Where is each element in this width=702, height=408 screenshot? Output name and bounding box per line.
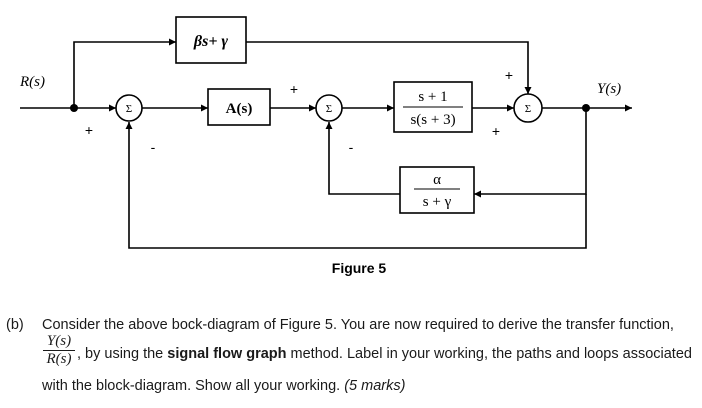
feedforward-block (175, 16, 247, 64)
feedback-numerator: α (433, 172, 441, 188)
inner-feedback-return-line (325, 122, 400, 195)
sum3-symbol: Σ (525, 103, 531, 115)
fraction-denominator: R(s) (46, 351, 72, 367)
sum1-symbol: Σ (126, 103, 132, 115)
question-line-1: Consider the above bock-diagram of Figur… (42, 317, 674, 333)
summing-junction-2 (315, 94, 343, 122)
sum3-plus-top-sign: + (505, 67, 513, 83)
output-takeoff-point (582, 104, 590, 112)
a-block-label: A(s) (226, 101, 253, 117)
line2-prefix: , by using the (77, 346, 168, 362)
sum1-plus-sign: + (85, 122, 93, 138)
summing-junction-3 (513, 93, 543, 123)
feedback-block (399, 166, 475, 214)
a-block (207, 88, 271, 126)
fraction-numerator: Y(s) (43, 333, 75, 351)
line2-suffix: method. Label in your working, the paths… (286, 346, 692, 362)
sum2-symbol: Σ (326, 103, 332, 115)
question-part-label: (b) (6, 317, 24, 333)
plant-denominator: s(s + 3) (410, 112, 455, 128)
question-line-3: with the block-diagram. Show all your wo… (42, 378, 405, 394)
figure-caption: Figure 5 (332, 260, 387, 276)
transfer-function-fraction: Y(s) R(s) (43, 333, 75, 368)
question-line-2: , by using the signal flow graph method.… (77, 346, 692, 362)
input-label: R(s) (19, 74, 45, 90)
marks-label: (5 marks) (344, 378, 406, 394)
sum3-plus-left-sign: + (492, 123, 500, 139)
input-takeoff-point (70, 104, 78, 112)
feedforward-output-line (246, 41, 532, 94)
feedforward-block-label: βs+ γ (193, 33, 229, 50)
block-diagram: βs+ γ A(s) s + 1 s(s + 3) α s + γ Σ Σ Σ … (19, 16, 632, 276)
output-label: Y(s) (597, 81, 621, 97)
summing-junction-1 (115, 94, 143, 122)
sum2-plus-sign: + (290, 81, 298, 97)
outer-feedback-line (125, 122, 587, 249)
question-text: (b) Consider the above bock-diagram of F… (0, 296, 702, 408)
sum2-minus-sign: - (349, 139, 354, 155)
feedback-denominator: s + γ (423, 194, 452, 210)
sum1-minus-sign: - (151, 139, 156, 155)
feedforward-branch-line (73, 38, 176, 108)
line3-prefix: with the block-diagram. Show all your wo… (42, 378, 345, 394)
line2-emphasis: signal flow graph (167, 346, 287, 362)
plant-numerator: s + 1 (418, 89, 447, 105)
